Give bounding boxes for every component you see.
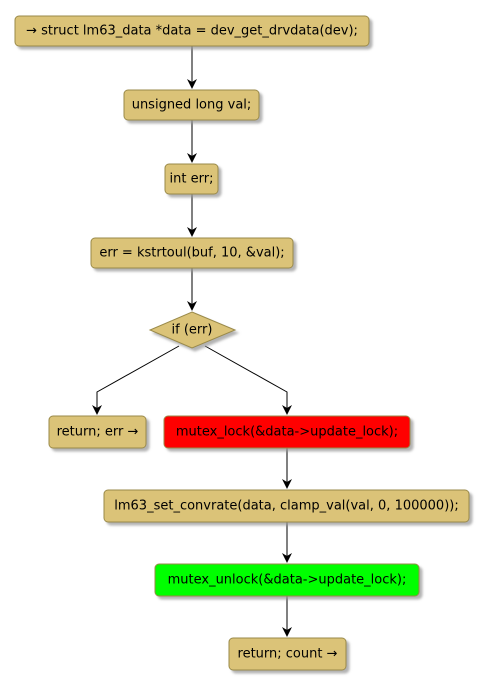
node-decl-val-label: unsigned long val; (132, 98, 252, 113)
node-return-count: return; count → (228, 637, 347, 671)
node-return-err: return; err → (48, 415, 147, 449)
edge-cond-to-return-err (92, 345, 180, 415)
node-start-label: → struct lm63_data *data = dev_get_drvda… (26, 24, 358, 39)
node-start: → struct lm63_data *data = dev_get_drvda… (14, 15, 370, 47)
node-lock: mutex_lock(&data->update_lock); (163, 415, 411, 449)
node-unlock: mutex_unlock(&data->update_lock); (154, 563, 420, 597)
node-return-count-label: return; count → (238, 647, 338, 662)
edges (92, 46, 292, 637)
node-parse: err = kstrtoul(buf, 10, &val); (90, 237, 294, 269)
node-decl-err: int err; (164, 163, 219, 195)
node-unlock-label: mutex_unlock(&data->update_lock); (168, 573, 407, 588)
node-cond: if (err) (148, 311, 237, 349)
node-return-err-label: return; err → (57, 425, 139, 440)
node-lock-label: mutex_lock(&data->update_lock); (176, 425, 398, 440)
node-parse-label: err = kstrtoul(buf, 10, &val); (99, 246, 284, 261)
node-set-convrate: lm63_set_convrate(data, clamp_val(val, 0… (103, 489, 470, 523)
node-cond-label: if (err) (172, 323, 213, 338)
node-decl-err-label: int err; (170, 172, 214, 187)
edge-cond-to-lock (204, 345, 292, 415)
node-decl-val: unsigned long val; (123, 89, 260, 121)
node-set-convrate-label: lm63_set_convrate(data, clamp_val(val, 0… (114, 499, 458, 514)
